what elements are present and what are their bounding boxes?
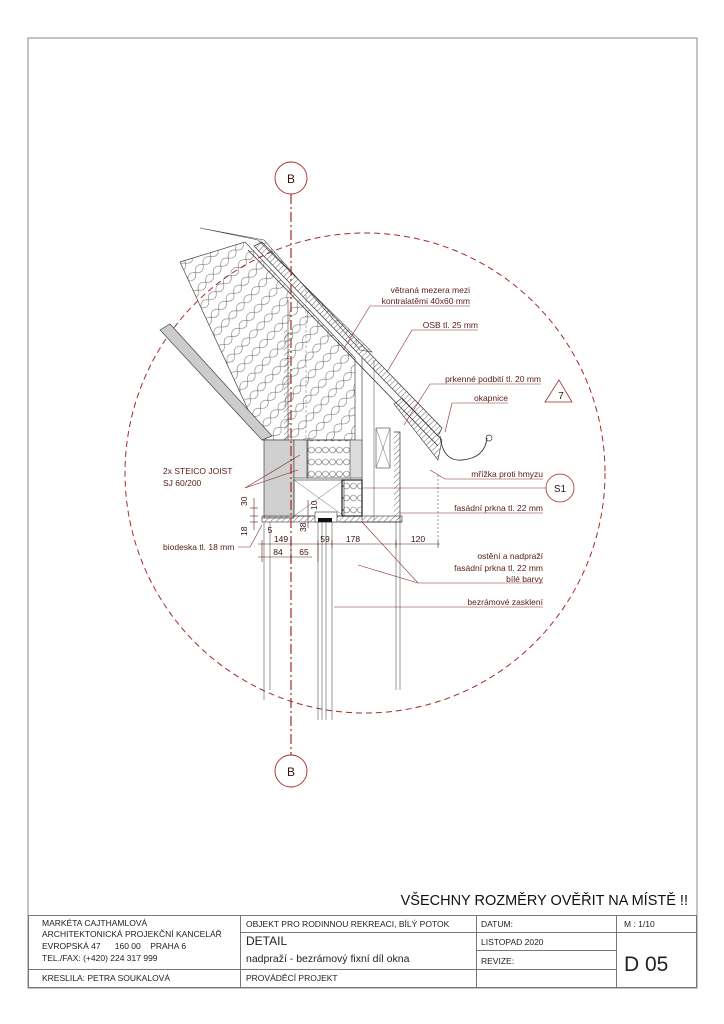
axis-b: B B xyxy=(274,161,308,788)
dim-149: 149 xyxy=(274,534,288,544)
project-phase: PROVÁDĚCÍ PROJEKT xyxy=(246,973,338,983)
date-label: DATUM: xyxy=(481,919,513,929)
sheet-number: D 05 xyxy=(624,953,669,976)
label-vent-gap-2: kontralatěmi 40x60 mm xyxy=(382,296,470,306)
axis-label-bottom: B xyxy=(287,765,295,779)
date-value: LISTOPAD 2020 xyxy=(481,937,544,947)
axis-marker-top xyxy=(274,161,308,195)
axis-label-top: B xyxy=(287,172,295,186)
dim-65: 65 xyxy=(299,547,309,557)
section-ref-label: S1 xyxy=(554,484,567,495)
label-soffit: prkenné podbití tl. 20 mm xyxy=(445,374,541,384)
dimension-lines xyxy=(250,498,440,562)
dim-18: 18 xyxy=(239,526,249,536)
axis-marker-bottom xyxy=(274,754,308,788)
leader-lines xyxy=(238,305,546,608)
label-osb: OSB tl. 25 mm xyxy=(423,320,478,330)
empty-cell xyxy=(476,969,617,988)
dim-38: 38 xyxy=(298,522,308,532)
label-joist-1: 2x STEICO JOIST xyxy=(163,466,232,476)
label-reveal-3: bílé barvy xyxy=(506,574,544,584)
office-name: ARCHITEKTONICKÁ PROJEKČNÍ KANCELÁŘ xyxy=(42,929,222,939)
dim-84: 84 xyxy=(273,547,283,557)
label-reveal-2: fasádní prkna tl. 22 mm xyxy=(454,563,543,573)
section-ref-circle xyxy=(545,473,575,503)
dim-5: 5 xyxy=(268,525,273,535)
label-joist-2: SJ 60/200 xyxy=(163,478,202,488)
author-name: MARKÉTA CAJTHAMLOVÁ xyxy=(42,918,148,928)
office-phone: TEL./FAX: (+420) 224 317 999 xyxy=(42,953,158,963)
dim-178: 178 xyxy=(346,534,360,544)
dim-59: 59 xyxy=(320,534,330,544)
label-insect-mesh: mřížka proti hmyzu xyxy=(471,469,543,479)
detail-circle xyxy=(124,232,606,714)
office-address: EVROPSKÁ 47 160 00 PRAHA 6 xyxy=(42,941,187,951)
label-facade-boards: fasádní prkna tl. 22 mm xyxy=(454,503,543,513)
sheet-cell xyxy=(616,932,697,988)
wall-lines xyxy=(263,475,439,720)
drawing-type: DETAIL xyxy=(246,934,288,948)
label-drip: okapnice xyxy=(474,393,508,403)
label-reveal-1: ostění a nadpraží xyxy=(477,551,543,561)
verify-dimensions-warning: VŠECHNY ROZMĚRY OVĚŘIT NA MÍSTĚ !! xyxy=(401,892,688,909)
dim-10: 10 xyxy=(309,500,319,510)
scale: M : 1/10 xyxy=(624,919,655,929)
drip-ref-number: 7 xyxy=(558,391,564,402)
label-vent-gap-1: větraná mezera mezi xyxy=(391,285,470,295)
label-glazing: bezrámové zasklení xyxy=(467,597,543,607)
project-name: OBJEKT PRO RODINNOU REKREACI, BÍLÝ POTOK xyxy=(246,919,450,929)
drawn-by: KRESLILA: PETRA SOUKALOVÁ xyxy=(42,973,171,983)
label-biodeska: biodeska tl. 18 mm xyxy=(163,542,234,552)
lintel-section xyxy=(261,427,403,523)
dim-120: 120 xyxy=(411,534,425,544)
sheet-border xyxy=(27,37,698,989)
gutter xyxy=(439,435,488,461)
revision-label: REVIZE: xyxy=(481,956,515,966)
dim-30: 30 xyxy=(239,496,249,506)
drawing-title: nadpraží - bezrámový fixní díl okna xyxy=(246,953,410,965)
drip-ref-triangle xyxy=(544,379,573,403)
